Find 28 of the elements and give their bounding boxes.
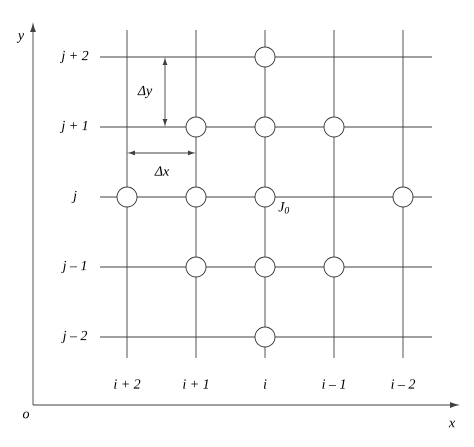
grid-node — [254, 256, 276, 278]
row-label: j + 1 — [60, 120, 88, 134]
axis-label: x — [448, 420, 455, 428]
column-label: i — [264, 379, 267, 389]
grid-node — [254, 326, 276, 348]
dimension-label: Δx — [154, 166, 170, 176]
row-label: j – 1 — [61, 260, 86, 274]
dimension-label: Δy — [137, 86, 152, 98]
column-label: i + 1 — [183, 379, 208, 389]
grid-node — [324, 116, 344, 138]
row-label: j – 2 — [61, 330, 88, 344]
row-label: j + 2 — [60, 50, 88, 64]
grid-node — [186, 256, 206, 278]
grid-node — [186, 186, 206, 208]
grid-node — [116, 186, 138, 208]
grid-node — [254, 116, 276, 138]
axis-label: y — [16, 33, 24, 43]
grid-node — [186, 116, 206, 138]
origin-label: o — [22, 412, 30, 418]
node-label: J$_{0}$ — [278, 202, 290, 214]
row-label: j — [72, 190, 77, 204]
grid-node — [254, 186, 276, 208]
column-label: i – 2 — [391, 379, 416, 389]
column-label: i – 1 — [322, 379, 345, 389]
column-label: i + 2 — [114, 379, 140, 389]
grid-node — [324, 256, 344, 278]
grid-node — [254, 46, 276, 68]
grid-node — [392, 186, 414, 208]
